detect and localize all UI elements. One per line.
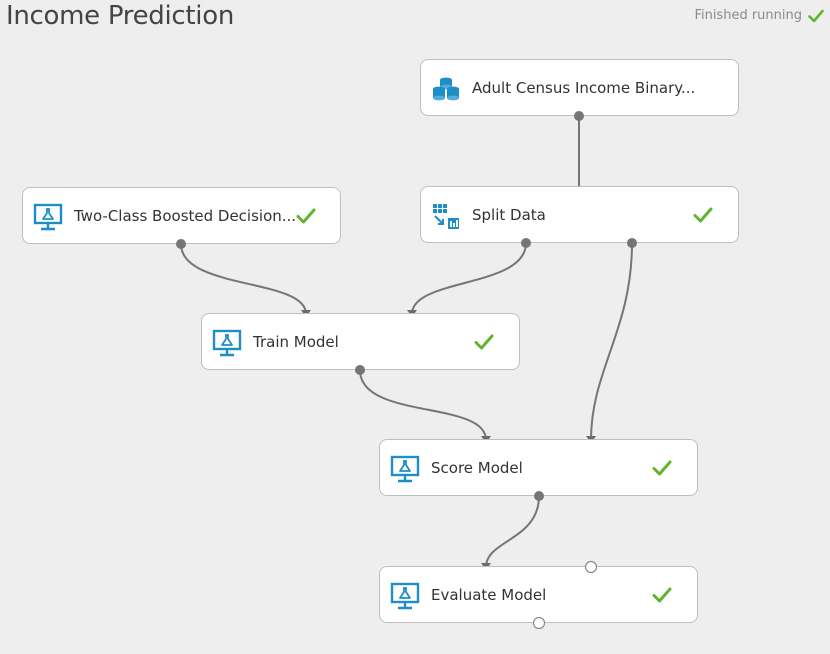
module-two-class-boosted-decision-tree[interactable]: Two-Class Boosted Decision... — [22, 187, 341, 244]
completed-check-icon — [652, 587, 672, 603]
module-evaluate-model[interactable]: Evaluate Model — [379, 566, 698, 623]
dataset-icon — [433, 77, 459, 101]
connector-split-to-train — [411, 242, 527, 315]
model-icon — [33, 203, 63, 231]
connector-boosted-to-train — [180, 243, 307, 315]
connector-split-to-score — [590, 242, 633, 441]
module-label: Split Data — [472, 206, 546, 224]
model-icon — [212, 329, 242, 357]
module-label: Score Model — [431, 459, 523, 477]
model-icon — [390, 582, 420, 610]
split-data-icon — [433, 204, 459, 229]
module-label: Evaluate Model — [431, 586, 547, 604]
model-icon — [390, 455, 420, 483]
completed-check-icon — [474, 334, 494, 350]
run-status: Finished running — [694, 8, 824, 23]
completed-check-icon — [296, 208, 316, 224]
check-icon — [808, 9, 824, 22]
run-status-label: Finished running — [694, 8, 802, 23]
experiment-title: Income Prediction — [6, 1, 234, 31]
connector-score-to-evaluate — [485, 495, 540, 568]
connector-train-to-score — [359, 369, 487, 441]
module-label: Two-Class Boosted Decision... — [74, 207, 297, 225]
module-label: Adult Census Income Binary... — [472, 79, 696, 97]
completed-check-icon — [693, 207, 713, 223]
completed-check-icon — [652, 460, 672, 476]
module-split-data[interactable]: Split Data — [420, 186, 739, 243]
module-label: Train Model — [253, 333, 339, 351]
module-score-model[interactable]: Score Model — [379, 439, 698, 496]
module-adult-census-dataset[interactable]: Adult Census Income Binary... — [420, 59, 739, 116]
module-train-model[interactable]: Train Model — [201, 313, 520, 370]
